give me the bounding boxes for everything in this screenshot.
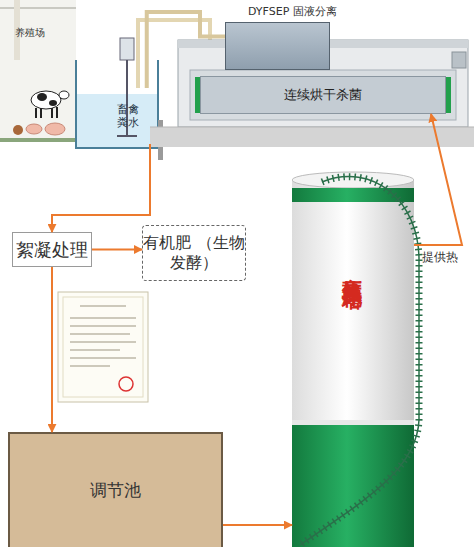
cow-body [31,91,61,109]
roof-line [0,7,76,9]
tower-band [292,188,414,202]
output-box: 有机肥 （生物发酵） [142,225,246,281]
tower-divider [292,420,414,425]
node-label: 养殖场 [15,26,45,40]
ground [150,127,474,147]
tower-body [292,180,414,547]
dryer-housing [190,70,456,120]
slurry-water [77,94,157,147]
flow-arrow [51,267,53,432]
certificate-seal [119,377,133,391]
separator-machine: DYFSEP 固液分离 [225,22,330,70]
cow-patch [37,93,47,101]
certificate [58,292,148,402]
ground-line [150,127,474,128]
node-label: 絮凝处理 [16,238,88,262]
pit-wall [76,60,158,148]
pipe-connector [147,12,225,88]
chicken [13,125,23,135]
certificate-frame [63,297,143,397]
flow-arrow [92,249,142,251]
edge-label: 提供热 [422,249,458,266]
regulating-tank: 调节池 [8,432,223,547]
mixer-motor [120,38,134,60]
process-box: 絮凝处理 [12,232,92,267]
pig [45,123,65,135]
tower-shape [292,170,414,547]
dryer-end [446,77,451,113]
slurry-pit: 畜禽粪水 [100,88,155,144]
node-label: 畜禽粪水 [116,103,140,129]
pig [26,124,42,134]
purification-tower: 高效厌氧净化塔 [292,170,414,547]
flow-arrow [414,114,462,245]
tower-cap [292,172,414,188]
farm-area: 养殖场 [5,20,73,138]
farm-floor [0,138,78,142]
farm-wall [0,0,76,142]
flow-arrow [223,524,292,526]
node-label: 高效厌氧净化塔 [340,262,367,276]
hopper [452,52,466,68]
tower-base [292,425,414,547]
cow-head [59,91,69,99]
dryer-band: 连续烘干杀菌 [200,76,446,114]
node-label: DYFSEP 固液分离 [248,4,337,19]
cow-patch [49,100,57,106]
node-label: 连续烘干杀菌 [284,86,362,104]
cow-legs [36,107,57,118]
stair-steps [300,177,419,545]
flow-arrow [52,144,150,232]
node-label: 调节池 [90,479,141,502]
node-label: 有机肥 （生物发酵） [143,233,245,273]
stair-rail [300,177,419,545]
certificate-lines [70,306,136,366]
